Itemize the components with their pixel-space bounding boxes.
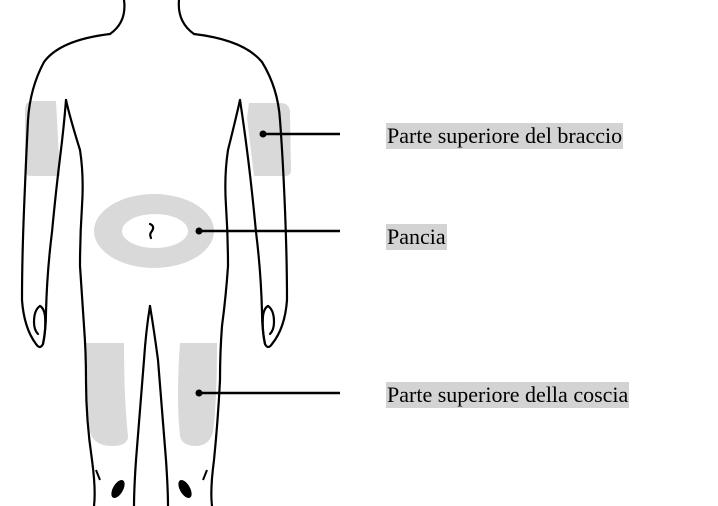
left-arm-outline	[22, 34, 110, 347]
thigh-leader-dot	[196, 390, 203, 397]
right-torso-side	[211, 100, 240, 506]
left-knee-mark	[109, 478, 128, 500]
arm-leader-dot	[260, 131, 267, 138]
right-knee-mark	[176, 478, 195, 500]
navel	[150, 224, 153, 238]
left-arm-zone	[25, 101, 60, 176]
right-inner-leg	[150, 306, 168, 506]
left-thigh-zone	[86, 343, 128, 446]
right-arm-zone	[247, 103, 291, 176]
left-inner-leg	[134, 306, 150, 506]
neck-left-line	[110, 0, 124, 34]
belly-leader-dot	[196, 228, 203, 235]
right-thumb-outline	[268, 306, 274, 334]
left-torso-side	[66, 100, 95, 506]
knee-marks	[96, 470, 207, 500]
left-knee-line	[96, 470, 100, 480]
right-knee-line	[203, 470, 207, 480]
belly-site-label: Pancia	[386, 224, 447, 250]
left-thumb-outline	[34, 306, 40, 334]
arm-site-label: Parte superiore del braccio	[386, 123, 623, 149]
thigh-site-label: Parte superiore della coscia	[386, 382, 629, 408]
right-arm-outline	[194, 34, 287, 347]
neck-right-line	[179, 0, 194, 34]
